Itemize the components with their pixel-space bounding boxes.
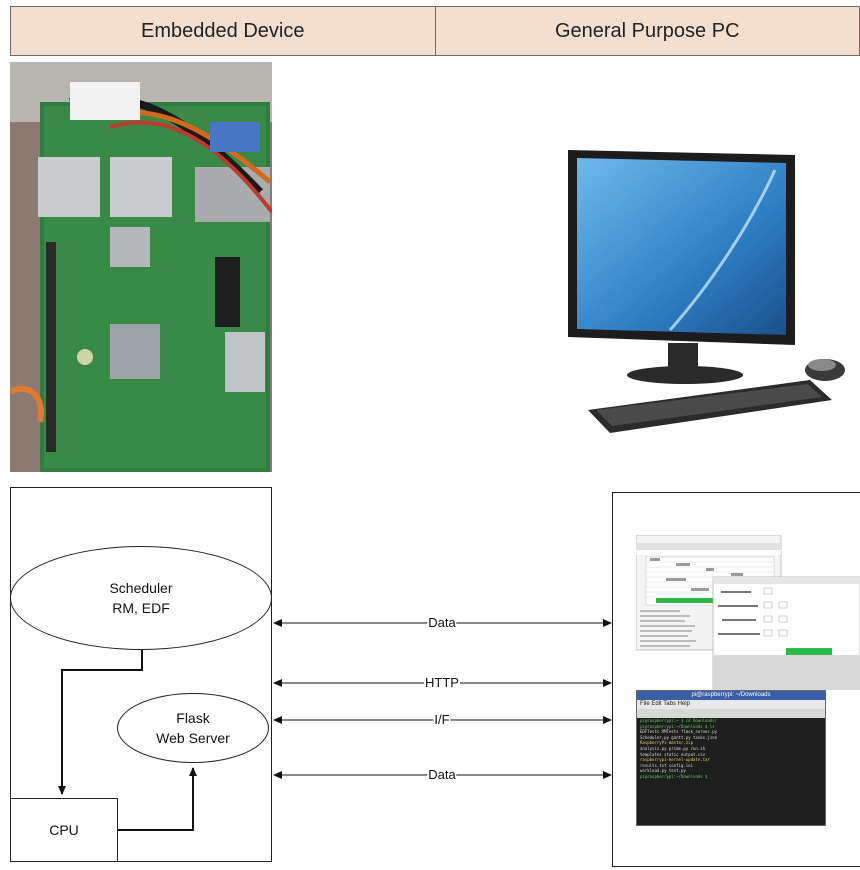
cpu-label: CPU: [49, 822, 79, 838]
flask-web-server-node: Flask Web Server: [117, 693, 269, 763]
terminal-line: RaspberryPi-master.zip: [640, 740, 693, 746]
embedded-device-header: Embedded Device: [141, 19, 305, 42]
cpu-node: CPU: [10, 798, 118, 862]
terminal-line: workload.py test.py: [640, 768, 686, 774]
terminal-line: pi@raspberrypi:~/Downloads $ _: [640, 773, 713, 779]
terminal-line: EDFTests RMTests flask_server.py: [640, 729, 718, 735]
terminal-title-bar: pi@raspberrypi: ~/Downloads: [637, 691, 825, 700]
terminal-tab-bar: [637, 709, 825, 718]
terminal-line: pi@raspberrypi:~/Downloads $ ls: [640, 723, 715, 729]
raspberry-pi-photo: [10, 62, 272, 472]
flask-subtitle: Web Server: [156, 730, 230, 746]
terminal-screenshot: pi@raspberrypi: ~/Downloads File Edit Ta…: [636, 690, 826, 826]
general-purpose-pc-header: General Purpose PC: [434, 7, 860, 55]
terminal-line: results.txt config.ini: [640, 762, 693, 768]
http-link-label: HTTP: [424, 675, 460, 690]
terminal-line: pi@raspberrypi:~ $ cd Downloads/: [640, 718, 718, 723]
data-link-label-2: Data: [427, 767, 457, 782]
terminal-line: templates static output.csv: [640, 751, 706, 757]
column-header: Embedded Device General Purpose PC: [10, 6, 860, 56]
terminal-line: analysis.py prime.py run.sh: [640, 745, 706, 751]
interface-link-label: I/F: [433, 712, 451, 727]
data-link-label: Data: [427, 615, 457, 630]
terminal-line: Scheduler.py gantt.py tasks.json: [640, 734, 718, 740]
scheduler-title: Scheduler: [109, 580, 173, 596]
flask-title: Flask: [176, 710, 210, 726]
terminal-line: raspberrypi-kernel-update.tar: [640, 757, 710, 763]
scheduler-algorithms: RM, EDF: [112, 600, 170, 616]
terminal-menu-bar: File Edit Tabs Help: [637, 700, 825, 709]
scheduler-node: Scheduler RM, EDF: [10, 546, 272, 650]
desktop-pc-photo: [520, 125, 860, 475]
scheduler-gui-screenshot: [635, 534, 860, 691]
